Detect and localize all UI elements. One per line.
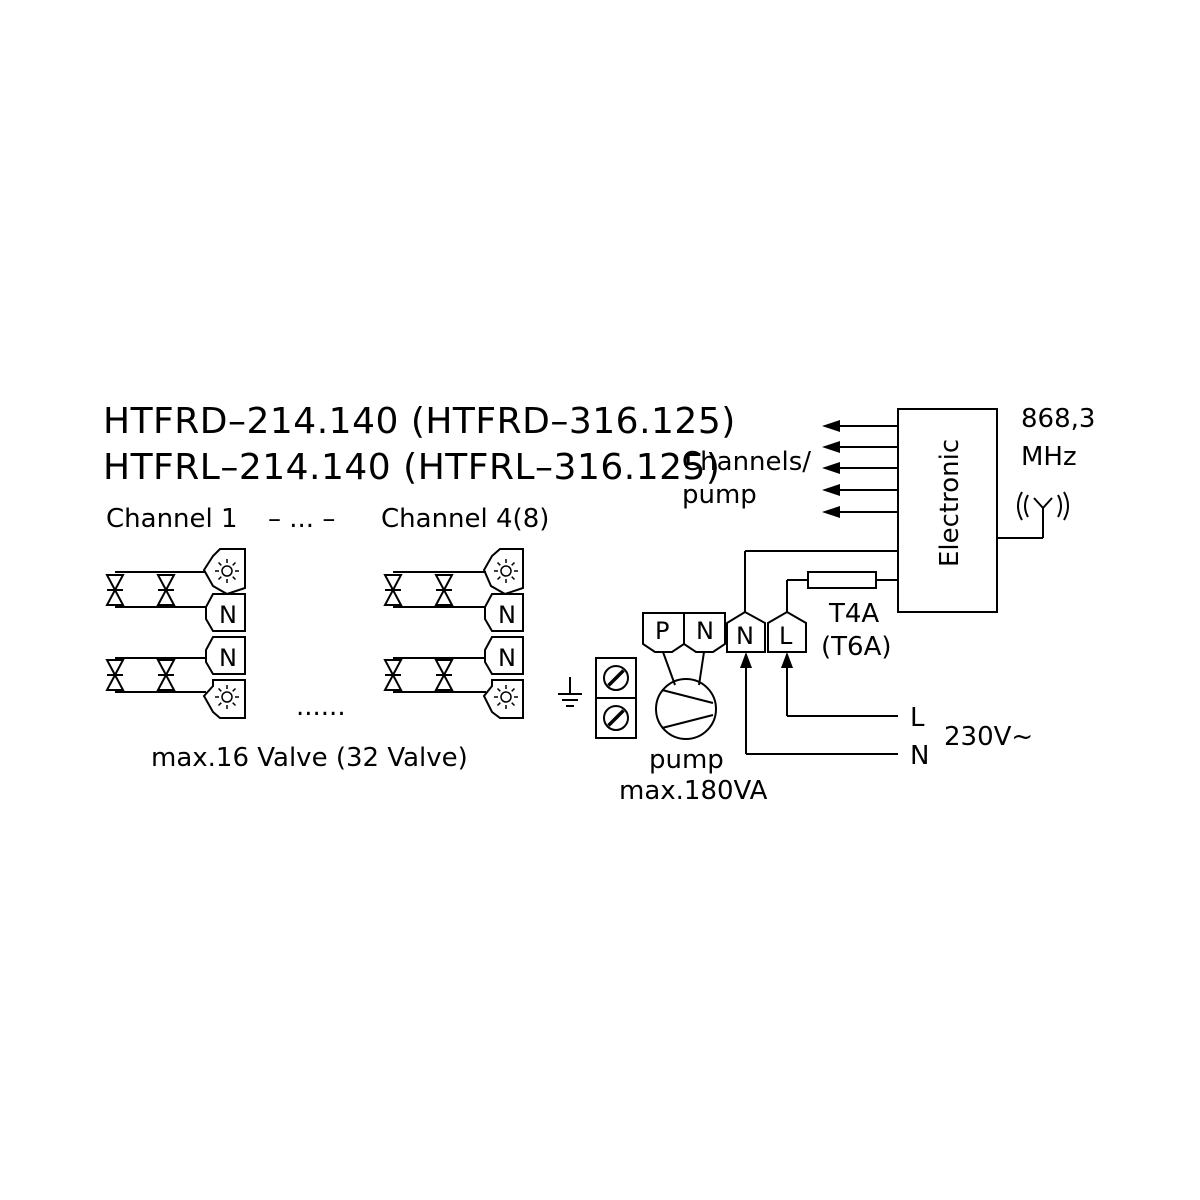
pump-icon bbox=[655, 651, 717, 740]
valve-icon bbox=[106, 574, 124, 606]
screw-icon bbox=[595, 657, 637, 699]
output-arrows bbox=[822, 420, 898, 518]
electronic-module-box bbox=[897, 408, 998, 613]
sun-icon bbox=[493, 684, 519, 710]
earth-terminal bbox=[558, 657, 637, 739]
fuse-alt-rating-label: (T6A) bbox=[821, 632, 892, 662]
supply-n-label: N bbox=[910, 741, 929, 771]
channel-1-terminal-block: N N bbox=[106, 548, 246, 719]
valve-icon bbox=[106, 659, 124, 691]
mains-terminals: N L bbox=[726, 610, 807, 653]
radio-frequency-label: 868,3 bbox=[1021, 404, 1095, 434]
channel-4-terminal-block: N N bbox=[384, 548, 524, 719]
radio-unit-label: MHz bbox=[1021, 442, 1077, 472]
supply-voltage-label: 230V~ bbox=[944, 722, 1033, 752]
outputs-label: Channels/ bbox=[682, 447, 811, 477]
outputs-label-2: pump bbox=[682, 480, 757, 510]
model-line-1: HTFRD–214.140 (HTFRD–316.125) bbox=[103, 401, 736, 442]
valve-icon bbox=[157, 574, 175, 606]
valve-icon bbox=[157, 659, 175, 691]
earth-icon bbox=[558, 677, 582, 707]
terminal-p-label: P bbox=[655, 617, 669, 645]
sun-icon bbox=[214, 558, 240, 584]
arrow-left-icon bbox=[822, 462, 840, 474]
arrow-left-icon bbox=[822, 484, 840, 496]
valve-icon bbox=[384, 574, 402, 606]
channel-first-label: Channel 1 bbox=[106, 504, 238, 534]
terminal-n-label: N bbox=[498, 601, 516, 629]
terminal-n-label: N bbox=[696, 617, 714, 645]
channel-last-label: Channel 4(8) bbox=[381, 504, 549, 534]
arrow-left-icon bbox=[822, 420, 840, 432]
sun-icon bbox=[214, 684, 240, 710]
fuse-icon bbox=[807, 571, 877, 589]
supply-wiring bbox=[740, 652, 898, 755]
more-channels-dots: ...... bbox=[296, 692, 346, 722]
arrow-left-icon bbox=[822, 506, 840, 518]
fuse-rating-label: T4A bbox=[828, 599, 879, 629]
model-line-2: HTFRL–214.140 (HTFRL–316.125) bbox=[103, 447, 720, 488]
terminal-n-label: N bbox=[219, 644, 237, 672]
pump-label: pump bbox=[649, 745, 724, 775]
arrow-left-icon bbox=[822, 441, 840, 453]
screw-icon bbox=[595, 697, 637, 739]
internal-wiring bbox=[744, 550, 898, 612]
pump-rating-label: max.180VA bbox=[619, 776, 768, 806]
terminal-n-label: N bbox=[219, 601, 237, 629]
valve-icon bbox=[384, 659, 402, 691]
antenna-icon bbox=[997, 491, 1069, 539]
terminal-l-label: L bbox=[779, 622, 793, 650]
terminal-n-label: N bbox=[498, 644, 516, 672]
pump-terminals: P N bbox=[642, 612, 726, 653]
channel-separator: – ... – bbox=[268, 504, 335, 534]
valve-capacity-caption: max.16 Valve (32 Valve) bbox=[151, 743, 468, 773]
sun-icon bbox=[493, 558, 519, 584]
valve-icon bbox=[435, 659, 453, 691]
electronic-module-label: Electronic bbox=[935, 439, 965, 567]
supply-l-label: L bbox=[910, 703, 925, 733]
terminal-n-label: N bbox=[736, 622, 754, 650]
valve-icon bbox=[435, 574, 453, 606]
